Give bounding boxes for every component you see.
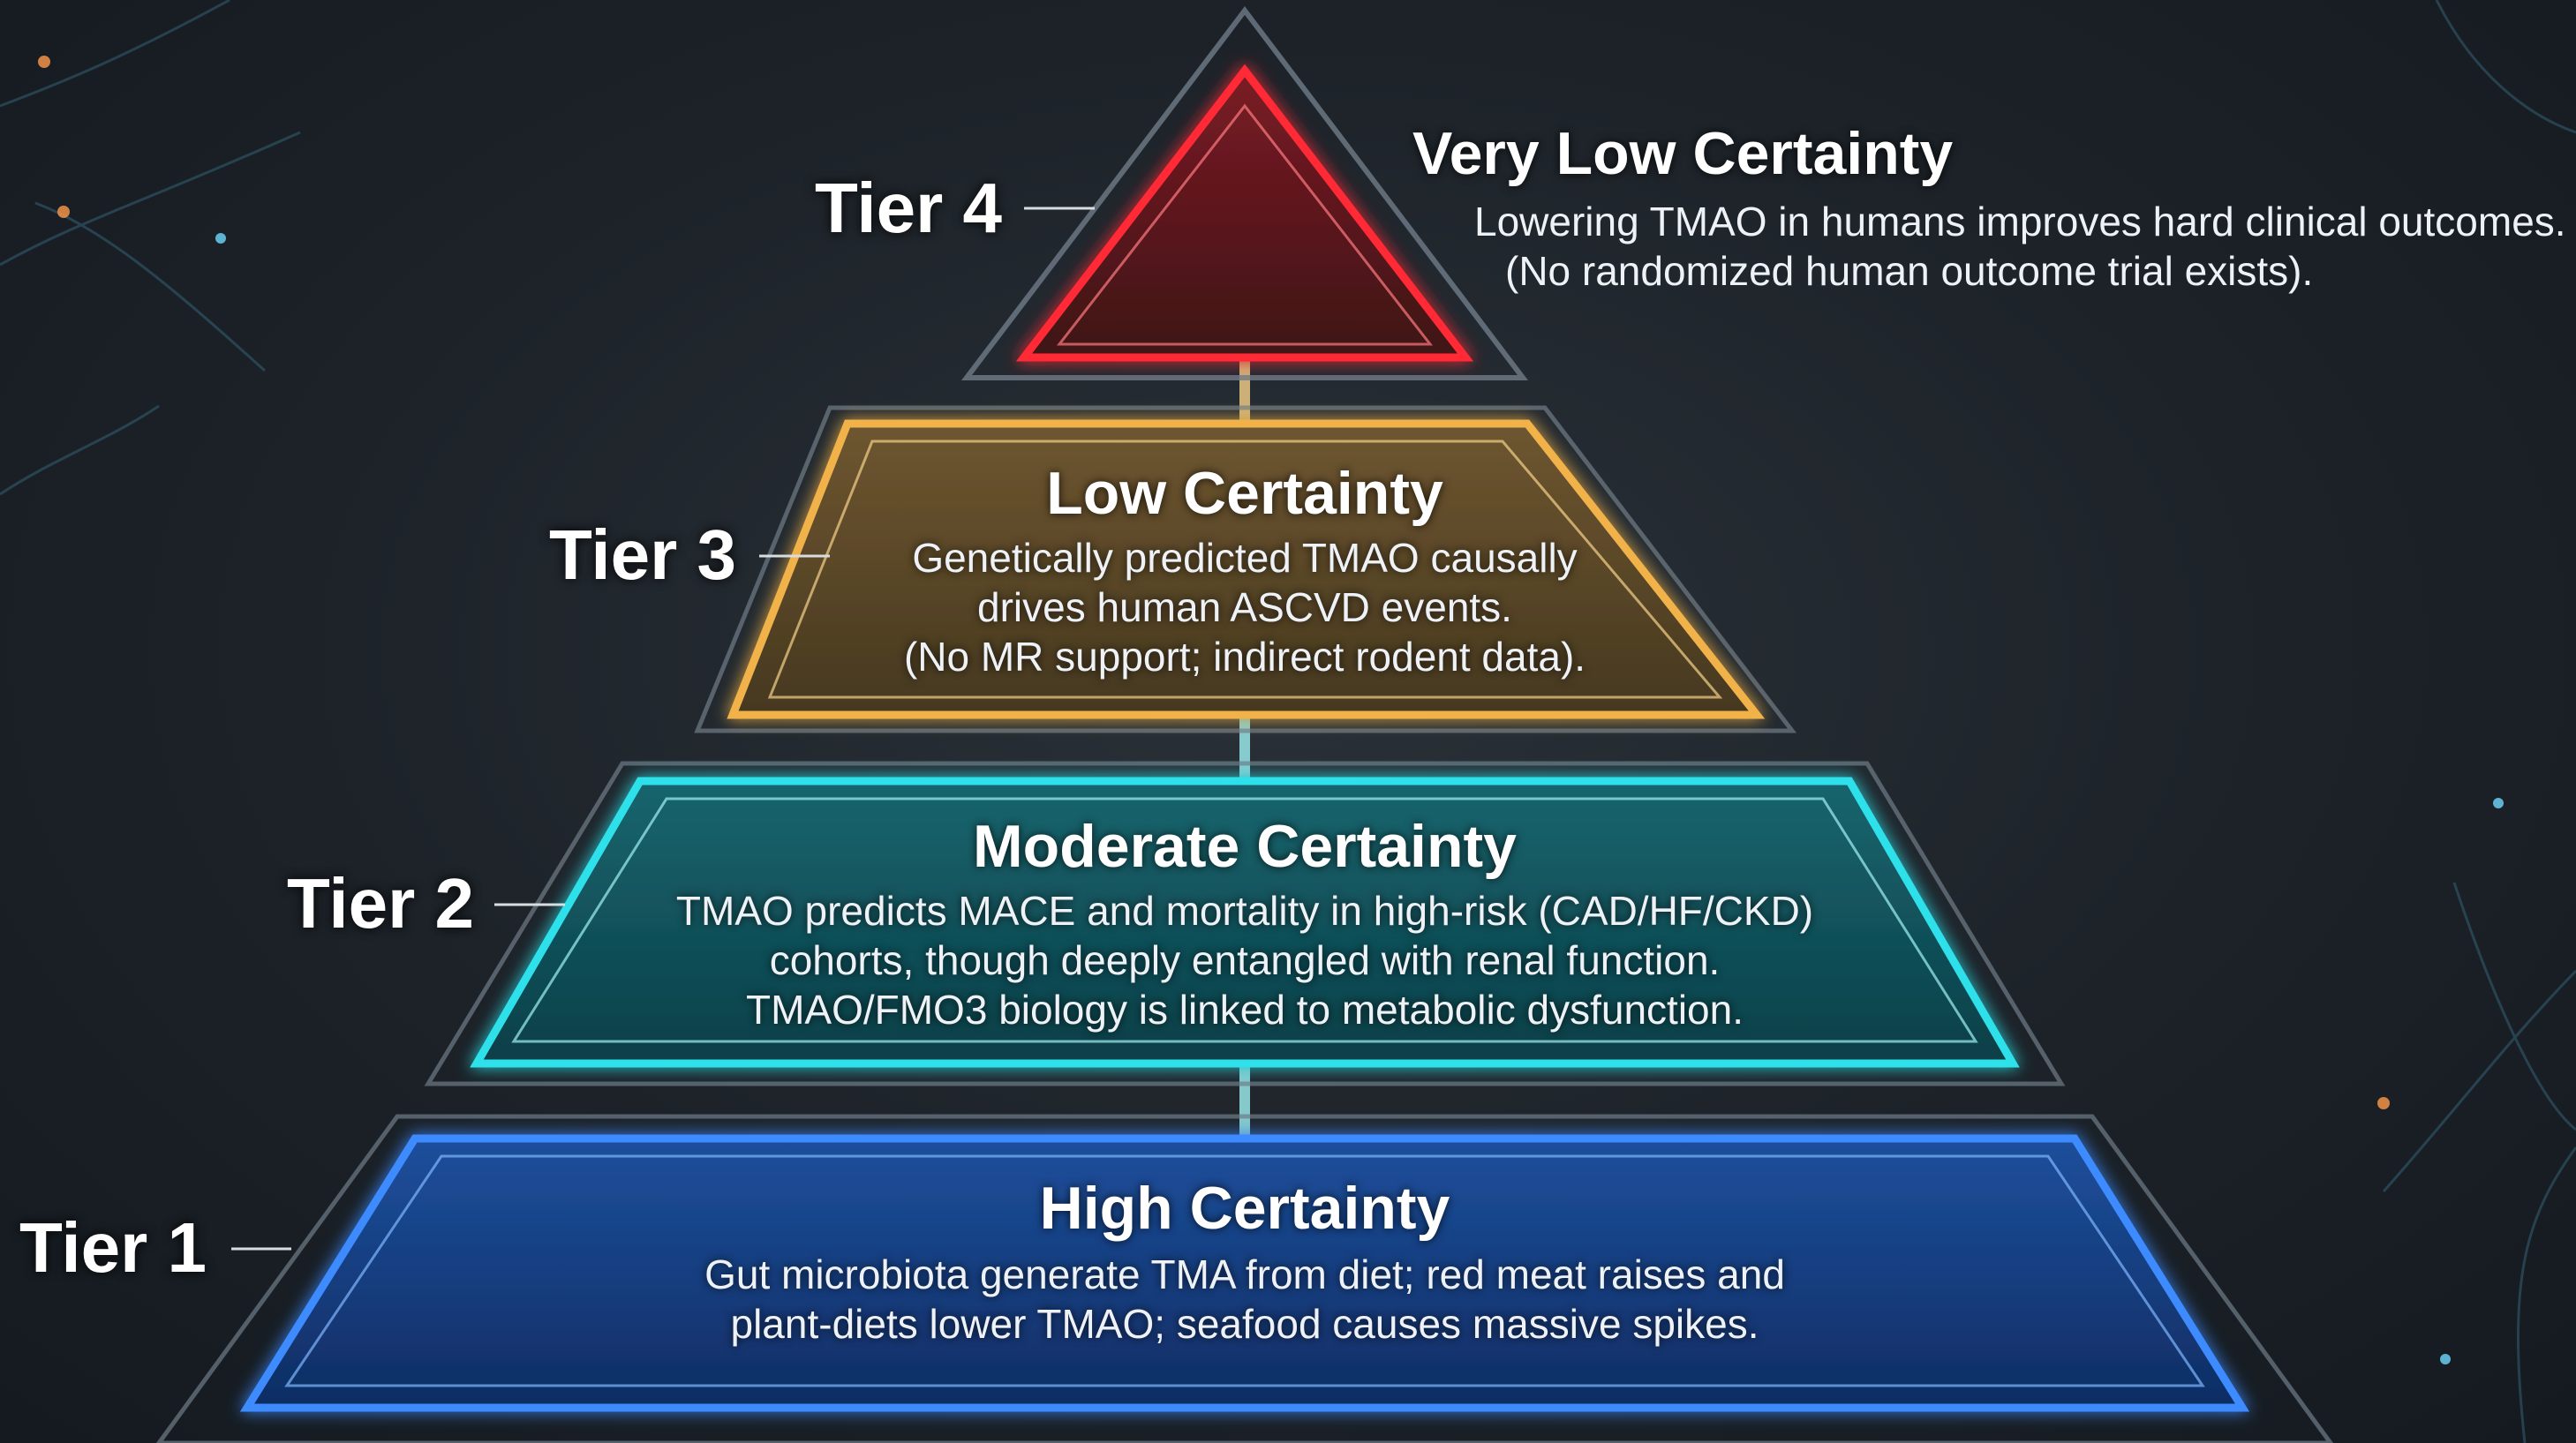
tier-3-line-2: drives human ASCVD events. [977,584,1512,630]
tier-4-line-2: (No randomized human outcome trial exist… [1505,248,2314,294]
tier-2-label: Tier 2 [287,864,474,943]
tier-1-line-2: plant-diets lower TMAO; seafood causes m… [730,1301,1759,1347]
background-glow-dots [38,56,2504,1364]
tier-3-text: Low Certainty Genetically predicted TMAO… [847,459,1642,681]
tier-1-label: Tier 1 [19,1208,207,1287]
tier-4-heading: Very Low Certainty [1412,120,1954,187]
tier-2-line-3: TMAO/FMO3 biology is linked to metabolic… [745,987,1744,1033]
tier-4-label: Tier 4 [815,169,1002,247]
tier-2-line-2: cohorts, though deeply entangled with re… [769,937,1721,983]
tier-1-block [155,1114,2334,1443]
tier-4-block [960,6,1529,380]
tier-3-line-1: Genetically predicted TMAO causally [912,535,1578,581]
tier-2-block [424,761,2066,1086]
tier-1-heading: High Certainty [1039,1175,1450,1242]
tier-4-text: Very Low Certainty Lowering TMAO in huma… [1412,119,2566,296]
tier-3-heading: Low Certainty [1046,460,1443,527]
tier-3-line-3: (No MR support; indirect rodent data). [903,634,1586,680]
tier-3-block [694,405,1797,733]
tier-2-heading: Moderate Certainty [973,813,1517,880]
tier-4-line-1: Lowering TMAO in humans improves hard cl… [1474,199,2566,244]
tier-2-text: Moderate Certainty TMAO predicts MACE an… [627,812,1863,1034]
tier-1-line-1: Gut microbiota generate TMA from diet; r… [704,1251,1785,1297]
tier-3-label: Tier 3 [549,515,736,594]
tier-1-text: High Certainty Gut microbiota generate T… [671,1174,1819,1349]
tier-label-leaders [231,207,1095,1251]
tier-2-line-1: TMAO predicts MACE and mortality in high… [675,888,1814,934]
